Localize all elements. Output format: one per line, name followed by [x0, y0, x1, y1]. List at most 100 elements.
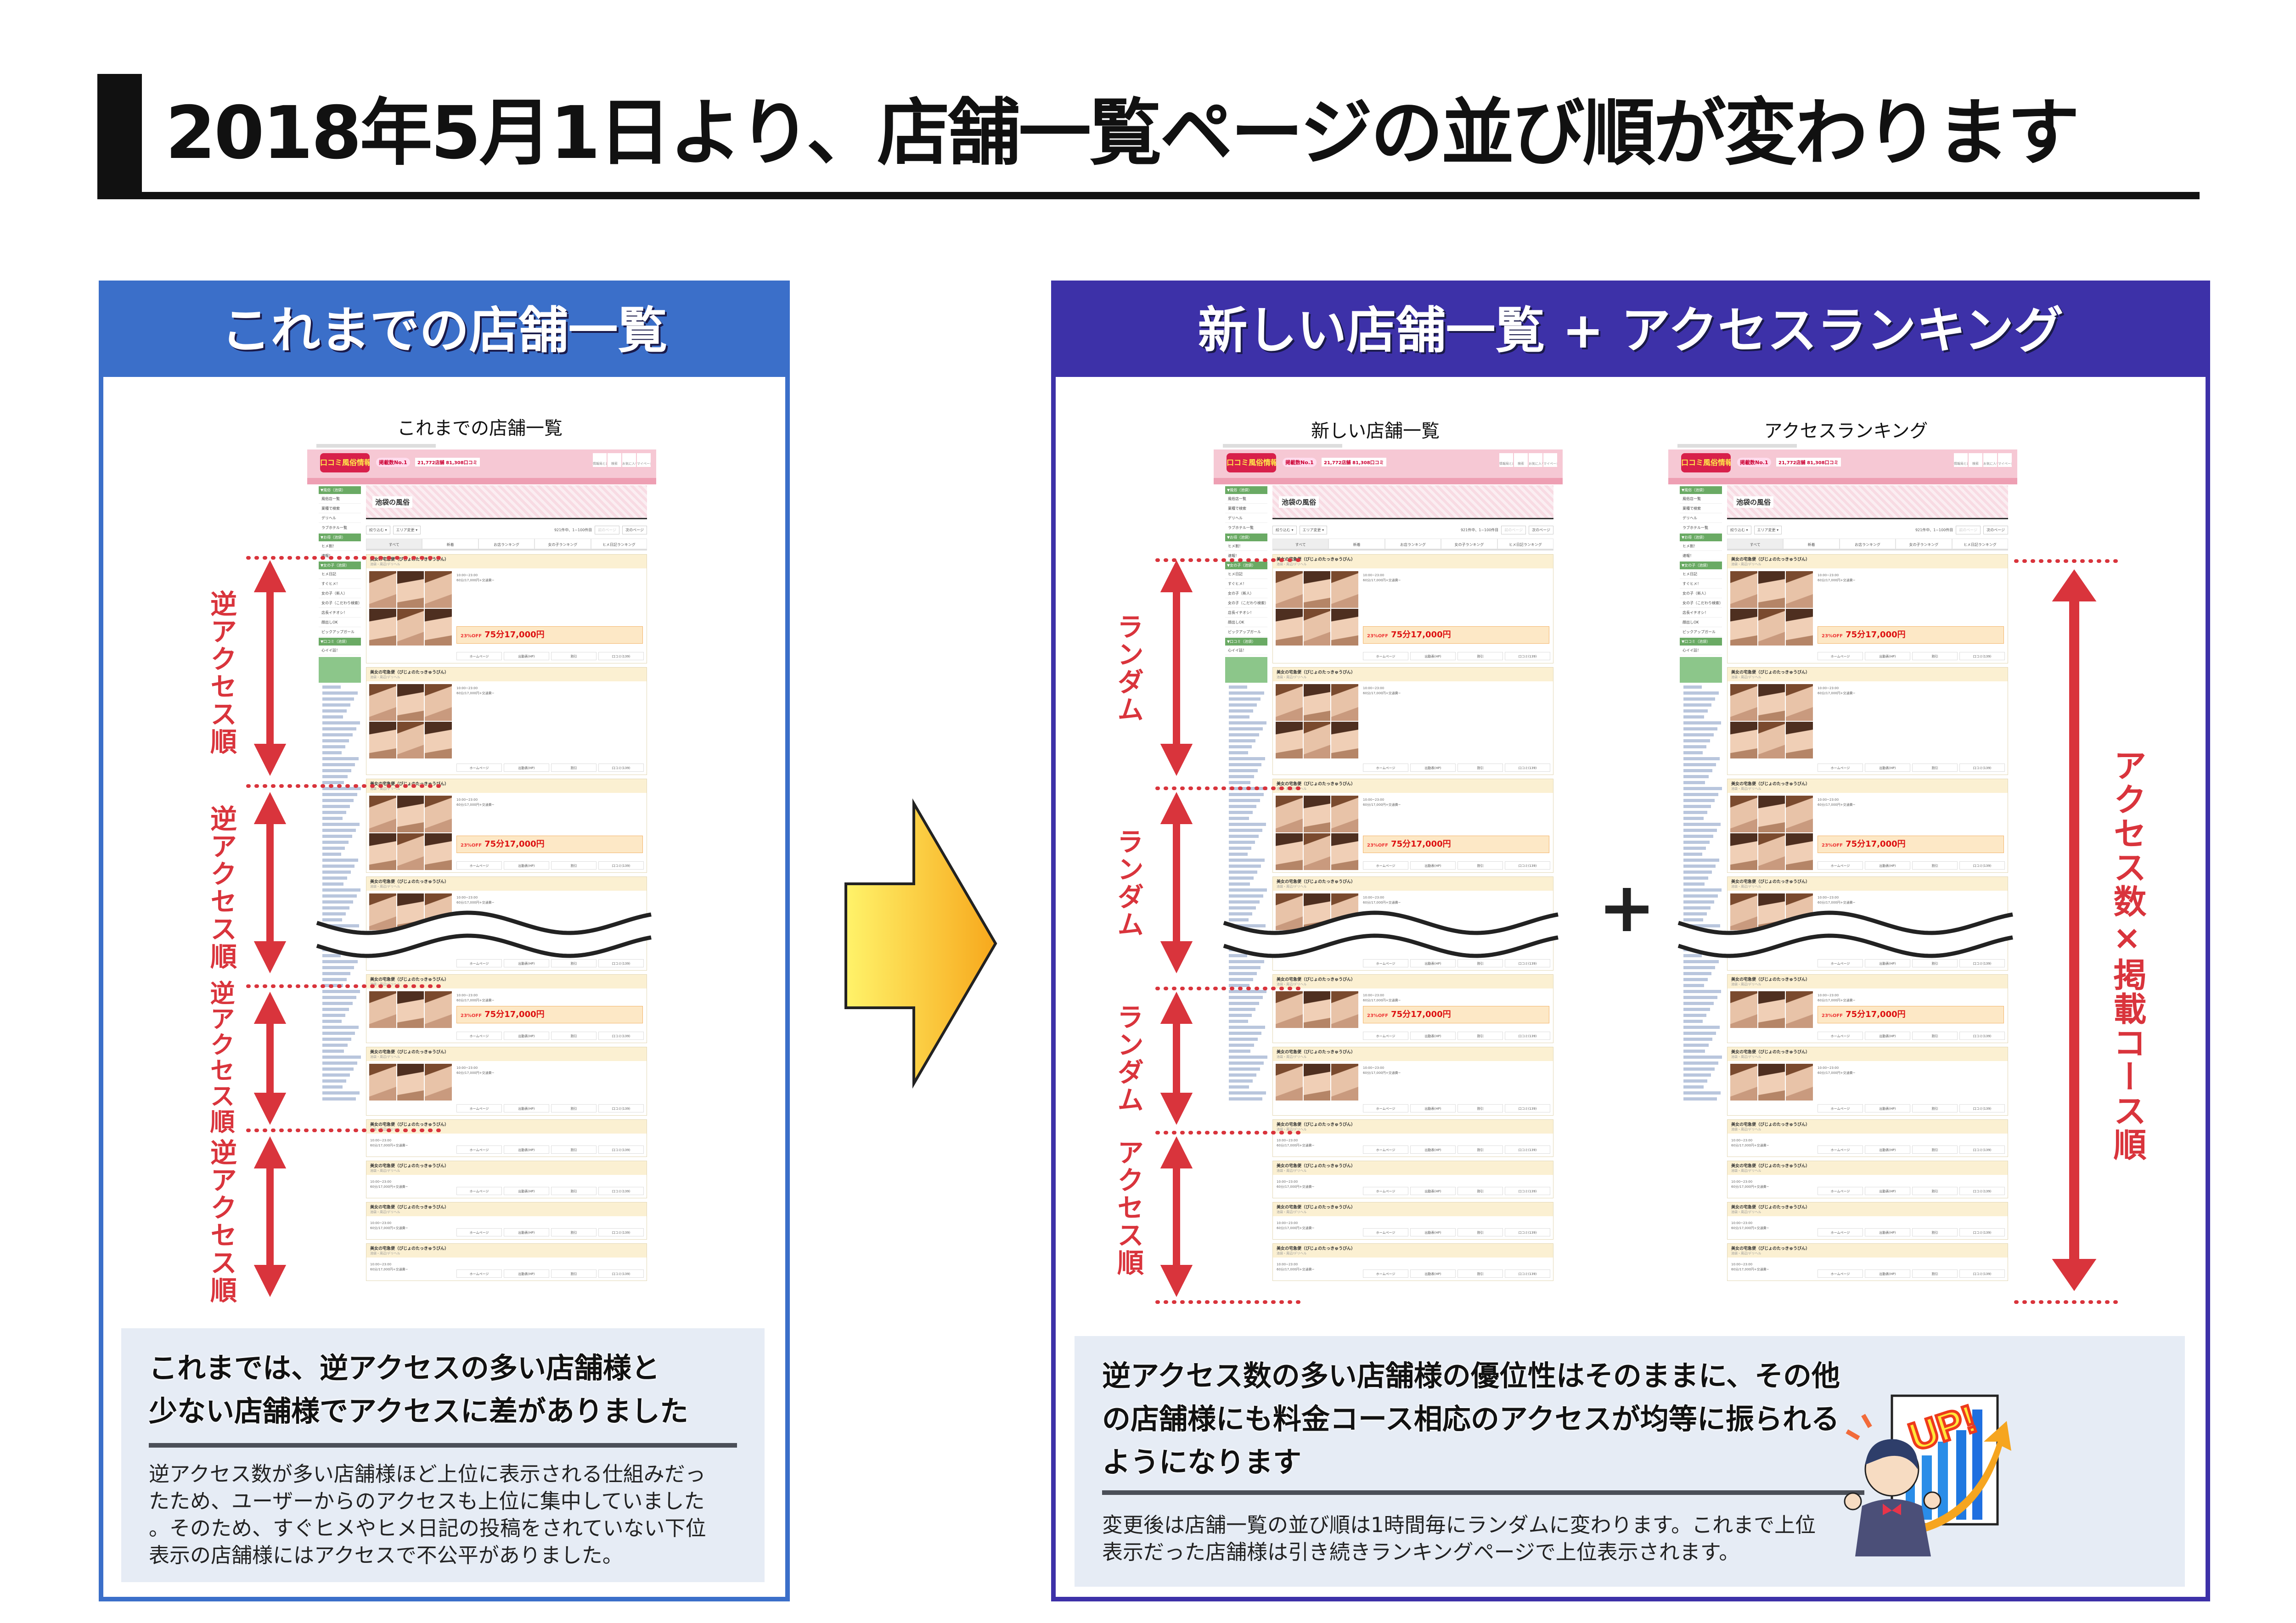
- sidebar-item[interactable]: 業種で検索: [1225, 504, 1267, 513]
- sidebar-item[interactable]: ヒメ割！: [1680, 541, 1722, 551]
- next-page-button[interactable]: 次のページ: [622, 525, 647, 534]
- sidebar-item[interactable]: 顔出しOK: [319, 618, 361, 627]
- sidebar-area-link[interactable]: [1683, 727, 1717, 730]
- sidebar-area-link[interactable]: [1683, 685, 1702, 689]
- sidebar-item[interactable]: 店長イチオシ！: [319, 608, 361, 618]
- sidebar-area-link[interactable]: [1683, 1002, 1714, 1005]
- sidebar-area-link[interactable]: [322, 793, 357, 796]
- store-action-button[interactable]: 口コミ(139): [1505, 1187, 1550, 1195]
- sidebar-area-link[interactable]: [1683, 882, 1705, 886]
- header-nav-item[interactable]: お気に入り: [622, 453, 636, 467]
- sidebar-area-link[interactable]: [1683, 972, 1711, 975]
- area-change-button[interactable]: エリア変更 ▾: [393, 525, 421, 534]
- sidebar-area-link[interactable]: [322, 823, 360, 826]
- sidebar-area-link[interactable]: [322, 954, 341, 957]
- girl-photo[interactable]: [1786, 833, 1813, 870]
- sidebar-area-link[interactable]: [1683, 1038, 1712, 1041]
- store-action-button[interactable]: 出勤表(HP): [1410, 1104, 1456, 1112]
- list-tab[interactable]: すべて: [1727, 539, 1784, 549]
- girl-photo[interactable]: [1730, 722, 1757, 758]
- store-action-button[interactable]: 口コミ(139): [598, 1104, 644, 1112]
- sidebar-area-link[interactable]: [1229, 763, 1261, 766]
- sidebar-area-link[interactable]: [1683, 954, 1702, 957]
- sidebar-area-link[interactable]: [322, 745, 345, 748]
- sidebar-area-link[interactable]: [1229, 1056, 1267, 1059]
- sidebar-area-link[interactable]: [1683, 1026, 1720, 1029]
- header-nav-item[interactable]: 情報局とは: [593, 453, 607, 467]
- store-name[interactable]: 美女の宅急便（びじょのたっきゅうびん）: [1731, 880, 1810, 884]
- store-name[interactable]: 美女の宅急便（びじょのたっきゅうびん）: [1731, 670, 1810, 675]
- sidebar-area-link[interactable]: [322, 691, 358, 695]
- store-photos[interactable]: [369, 1064, 452, 1101]
- store-action-button[interactable]: 割引: [1458, 861, 1503, 870]
- store-name[interactable]: 美女の宅急便（びじょのたっきゅうびん）: [1277, 782, 1356, 786]
- sidebar-area-link[interactable]: [1683, 769, 1712, 772]
- girl-photo[interactable]: [1730, 833, 1757, 870]
- sidebar-area-link[interactable]: [1229, 894, 1263, 898]
- sidebar-area-link[interactable]: [1683, 757, 1720, 760]
- store-action-button[interactable]: 割引: [1912, 1032, 1958, 1040]
- store-action-button[interactable]: 出勤表(HP): [1410, 1146, 1456, 1154]
- girl-photo[interactable]: [425, 571, 452, 608]
- filter-button[interactable]: 絞り込む ▾: [1727, 525, 1751, 534]
- sidebar-banner[interactable]: [1225, 657, 1267, 683]
- store-name[interactable]: 美女の宅急便（びじょのたっきゅうびん）: [1731, 1247, 1810, 1251]
- store-name[interactable]: 美女の宅急便（びじょのたっきゅうびん）: [370, 880, 449, 884]
- store-action-button[interactable]: ホームページ: [456, 1187, 502, 1195]
- list-tab[interactable]: 女の子ランキング: [1441, 539, 1497, 549]
- sidebar-item[interactable]: すぐヒメ！: [1680, 579, 1722, 589]
- sidebar-area-link[interactable]: [1683, 1067, 1715, 1071]
- store-action-button[interactable]: 出勤表(HP): [504, 1104, 549, 1112]
- store-action-button[interactable]: ホームページ: [456, 1269, 502, 1278]
- store-action-button[interactable]: ホームページ: [456, 1146, 502, 1154]
- store-action-button[interactable]: 割引: [551, 1032, 597, 1040]
- store-action-button[interactable]: 口コミ(139): [1505, 1032, 1550, 1040]
- sidebar-area-link[interactable]: [1229, 685, 1247, 689]
- sidebar-area-link[interactable]: [322, 894, 357, 898]
- girl-photo[interactable]: [1303, 796, 1331, 832]
- sidebar-area-link[interactable]: [1683, 853, 1702, 856]
- store-action-button[interactable]: 割引: [1912, 1104, 1958, 1112]
- sidebar-area-link[interactable]: [1229, 978, 1253, 981]
- store-name[interactable]: 美女の宅急便（びじょのたっきゅうびん）: [1277, 1205, 1356, 1210]
- store-action-button[interactable]: 口コミ(139): [598, 861, 644, 870]
- store-action-button[interactable]: 口コミ(139): [1505, 959, 1550, 967]
- sidebar-area-link[interactable]: [1229, 1002, 1259, 1005]
- store-action-button[interactable]: 口コミ(139): [1959, 652, 2005, 660]
- sidebar-area-link[interactable]: [1229, 817, 1249, 820]
- store-photos[interactable]: [369, 684, 452, 758]
- sidebar-area-link[interactable]: [1683, 900, 1714, 904]
- sidebar-area-link[interactable]: [1683, 811, 1707, 814]
- sidebar-area-link[interactable]: [322, 960, 358, 963]
- sidebar-area-link[interactable]: [1683, 739, 1710, 742]
- sidebar-area-link[interactable]: [1229, 960, 1264, 963]
- sidebar-area-link[interactable]: [322, 1085, 343, 1089]
- sidebar-area-link[interactable]: [322, 912, 346, 915]
- list-tab[interactable]: お店ランキング: [1384, 539, 1441, 549]
- sidebar-item[interactable]: ヒメ日記: [1225, 569, 1267, 579]
- store-action-button[interactable]: 出勤表(HP): [1410, 1228, 1456, 1236]
- sidebar-area-link[interactable]: [322, 1073, 350, 1077]
- store-name[interactable]: 美女の宅急便（びじょのたっきゅうびん）: [1277, 880, 1356, 884]
- store-action-button[interactable]: ホームページ: [456, 861, 502, 870]
- sidebar-item[interactable]: デリヘル: [319, 513, 361, 523]
- sidebar-area-link[interactable]: [1229, 972, 1257, 975]
- sidebar-area-link[interactable]: [1229, 1085, 1249, 1089]
- store-action-button[interactable]: ホームページ: [1363, 1269, 1408, 1278]
- girl-photo[interactable]: [1730, 571, 1757, 608]
- sidebar-area-link[interactable]: [322, 763, 355, 766]
- store-action-button[interactable]: 口コミ(139): [1959, 1104, 2005, 1112]
- store-action-button[interactable]: 出勤表(HP): [1410, 959, 1456, 967]
- sidebar-area-link[interactable]: [322, 1061, 357, 1065]
- sidebar-area-link[interactable]: [1683, 1056, 1722, 1059]
- girl-photo[interactable]: [397, 571, 424, 608]
- sidebar-area-link[interactable]: [322, 966, 354, 969]
- store-action-button[interactable]: 出勤表(HP): [504, 1032, 549, 1040]
- sidebar-area-link[interactable]: [322, 847, 345, 850]
